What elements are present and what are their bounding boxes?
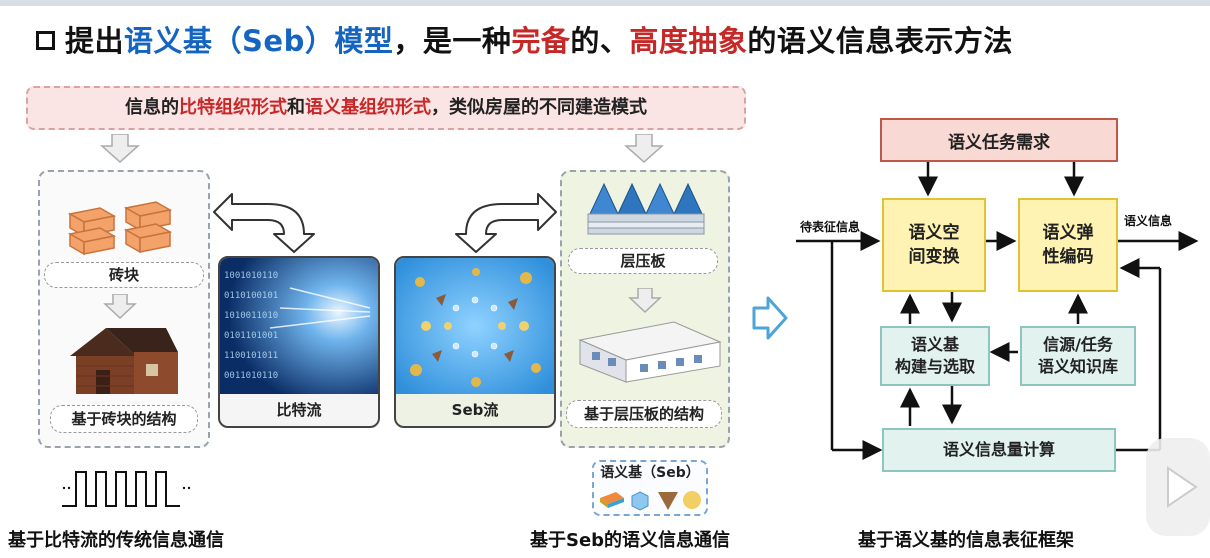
brick-structure-label: 基于砖块的结构	[50, 405, 198, 433]
caption-framework: 基于语义基的信息表征框架	[858, 530, 1074, 551]
bitstream-label: 比特流	[276, 401, 322, 419]
laminate-label: 层压板	[568, 248, 718, 274]
seb-legend-title: 语义基（Seb）	[600, 465, 700, 481]
space-transform-box: 语义空 间变换	[882, 198, 986, 292]
sebstream-label: Seb流	[451, 401, 499, 419]
task-demand-box: 语义任务需求	[880, 118, 1118, 162]
top-bar	[0, 0, 1210, 6]
svg-text:0101101001: 0101101001	[224, 331, 278, 341]
title-highlight-abstract: 高度抽象	[629, 24, 748, 58]
svg-text:0110100101: 0110100101	[224, 291, 278, 301]
square-wave-icon	[62, 471, 191, 507]
brick-blocks-icon	[67, 201, 173, 256]
right-arrow-icon	[752, 296, 788, 340]
curved-double-arrow-icon	[455, 193, 557, 253]
title-text: 提出	[65, 24, 125, 58]
knowledge-base-box: 信源/任务 语义知识库	[1020, 326, 1136, 386]
title-text: 的语义信息表示方法	[747, 24, 1013, 58]
svg-text:1100101011: 1100101011	[224, 351, 278, 361]
laminate-panel-icon	[587, 182, 705, 235]
title-highlight-seb: 语义基（Seb）模型	[124, 24, 394, 58]
output-info-label: 语义信息	[1124, 214, 1173, 228]
input-info-label: 待表征信息	[800, 220, 861, 234]
comparison-banner: 信息的比特组织形式和语义基组织形式，类似房屋的不同建造模式	[26, 86, 746, 130]
svg-text:0011010110: 0011010110	[224, 371, 278, 381]
prefab-building-icon	[578, 321, 722, 383]
laminate-structure-label: 基于层压板的结构	[566, 400, 722, 428]
seb-shapes-icon	[600, 491, 701, 511]
video-play-logo-icon	[1146, 438, 1210, 536]
down-arrow-icon	[628, 288, 662, 314]
elastic-coding-box: 语义弹 性编码	[1018, 198, 1118, 292]
down-arrow-icon	[624, 134, 664, 164]
banner-highlight-bit: 比特组织形式	[179, 97, 287, 118]
title-text: ，是一种	[393, 24, 512, 58]
page-title: 提出语义基（Seb）模型，是一种完备的、高度抽象的语义信息表示方法	[36, 18, 1013, 60]
seb-selection-box: 语义基 构建与选取	[880, 326, 990, 386]
curved-double-arrow-icon	[213, 193, 315, 253]
square-bullet-icon	[36, 31, 55, 50]
title-highlight-complete: 完备	[511, 24, 571, 58]
brick-label: 砖块	[44, 262, 204, 288]
down-arrow-icon	[100, 134, 140, 164]
seb-legend: 语义基（Seb）	[592, 460, 708, 516]
caption-bitstream: 基于比特流的传统信息通信	[8, 530, 224, 551]
sebstream-card: Seb流	[394, 256, 556, 428]
info-measure-box: 语义信息量计算	[882, 428, 1116, 472]
bitstream-image: 1001010110 0110100101 1010011010 0101101…	[220, 258, 378, 394]
sebstream-image	[396, 258, 554, 394]
down-arrow-icon	[103, 294, 137, 320]
caption-seb: 基于Seb的语义信息通信	[530, 530, 731, 551]
svg-text:1001010110: 1001010110	[224, 271, 278, 281]
banner-highlight-seb: 语义基组织形式	[305, 97, 431, 118]
bitstream-card: 1001010110 0110100101 1010011010 0101101…	[218, 256, 380, 428]
svg-text:1010011010: 1010011010	[224, 311, 278, 321]
title-text: 的、	[570, 24, 630, 58]
brick-house-icon	[70, 328, 178, 394]
